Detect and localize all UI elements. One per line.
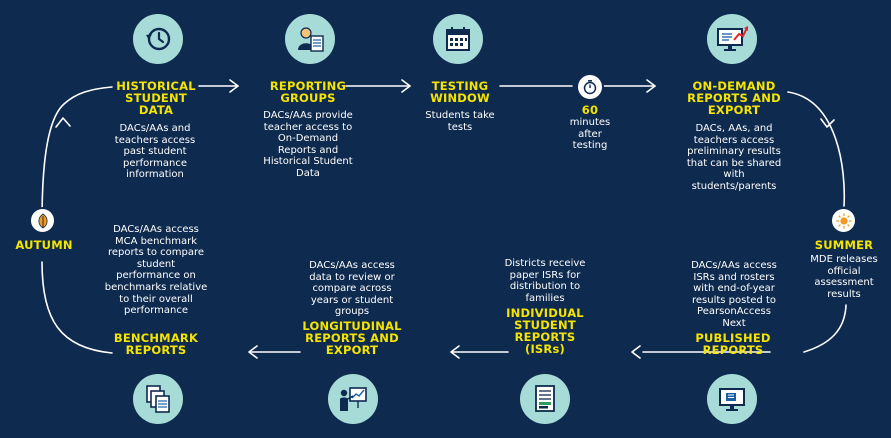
summer-desc: MDE releases official assessment results — [810, 254, 878, 300]
testing-window-title: TESTING WINDOW — [430, 79, 490, 105]
longitudinal-desc: DACs/AAs access data to review or compar… — [309, 260, 395, 318]
teacher-document-icon — [285, 14, 335, 64]
timer-value: 60 — [581, 103, 599, 117]
sun-icon — [830, 207, 857, 234]
reporting-groups-title: REPORTING GROUPS — [269, 79, 347, 105]
individual-title: INDIVIDUAL STUDENT REPORTS (ISRs) — [506, 306, 584, 356]
individual-desc: Districts receive paper ISRs for distrib… — [504, 258, 586, 304]
historical-data-title: HISTORICAL STUDENT DATA — [116, 79, 196, 117]
testing-window-desc: Students take tests — [425, 110, 495, 133]
timer-desc: minutes after testing — [569, 117, 611, 152]
autumn-title: AUTUMN — [15, 238, 73, 252]
leaf-icon — [29, 207, 56, 234]
published-title: PUBLISHED REPORTS — [695, 331, 771, 357]
calendar-icon — [433, 14, 483, 64]
reporting-groups-desc: DACs/AAs provide teacher access to On-De… — [263, 110, 353, 179]
stopwatch-icon — [576, 73, 604, 101]
summer-title: SUMMER — [814, 238, 874, 252]
benchmark-title: BENCHMARK REPORTS — [113, 331, 199, 357]
report-sheet-icon — [520, 374, 570, 424]
documents-stack-icon — [133, 374, 183, 424]
historical-data-desc: DACs/AAs and teachers access past studen… — [114, 123, 196, 181]
monitor-icon — [707, 374, 757, 424]
longitudinal-title: LONGITUDINAL REPORTS AND EXPORT — [302, 319, 402, 357]
history-clock-icon — [133, 14, 183, 64]
on-demand-title: ON-DEMAND REPORTS AND EXPORT — [687, 79, 781, 117]
monitor-chart-icon — [707, 14, 757, 64]
benchmark-desc: DACs/AAs access MCA benchmark reports to… — [104, 224, 208, 317]
presentation-icon — [328, 374, 378, 424]
on-demand-desc: DACs, AAs, and teachers access prelimina… — [686, 123, 782, 192]
published-desc: DACs/AAs access ISRs and rosters with en… — [691, 260, 777, 329]
